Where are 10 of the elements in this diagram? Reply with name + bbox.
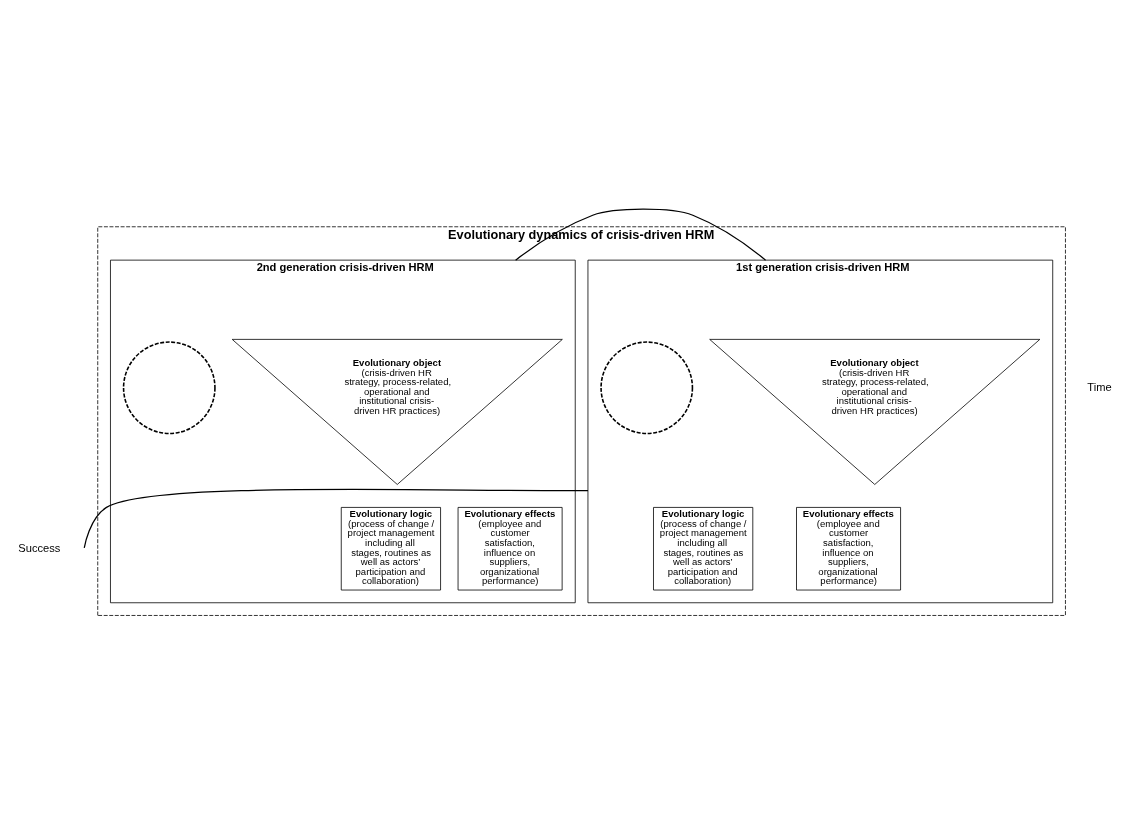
node-circle — [122, 340, 216, 434]
node-box: Evolutionary logic (process of change / project management including all stages, routines as well as actors’ participation and collaboration) — [653, 506, 754, 590]
label: Success — [18, 541, 61, 554]
node-box: Evolutionary logic (process of change / project management including all stages, routines as well as actors’ participation and collaboration) — [340, 506, 441, 590]
connector — [515, 208, 767, 261]
node-box: Evolutionary effects (employee and customer satisfaction, influence on suppliers, organizational performance) — [457, 506, 563, 590]
connector — [83, 488, 589, 548]
label: Time — [1087, 380, 1112, 393]
node-box: Evolutionary effects (employee and customer satisfaction, influence on suppliers, organizational performance) — [796, 506, 901, 590]
node-circle — [600, 340, 694, 434]
